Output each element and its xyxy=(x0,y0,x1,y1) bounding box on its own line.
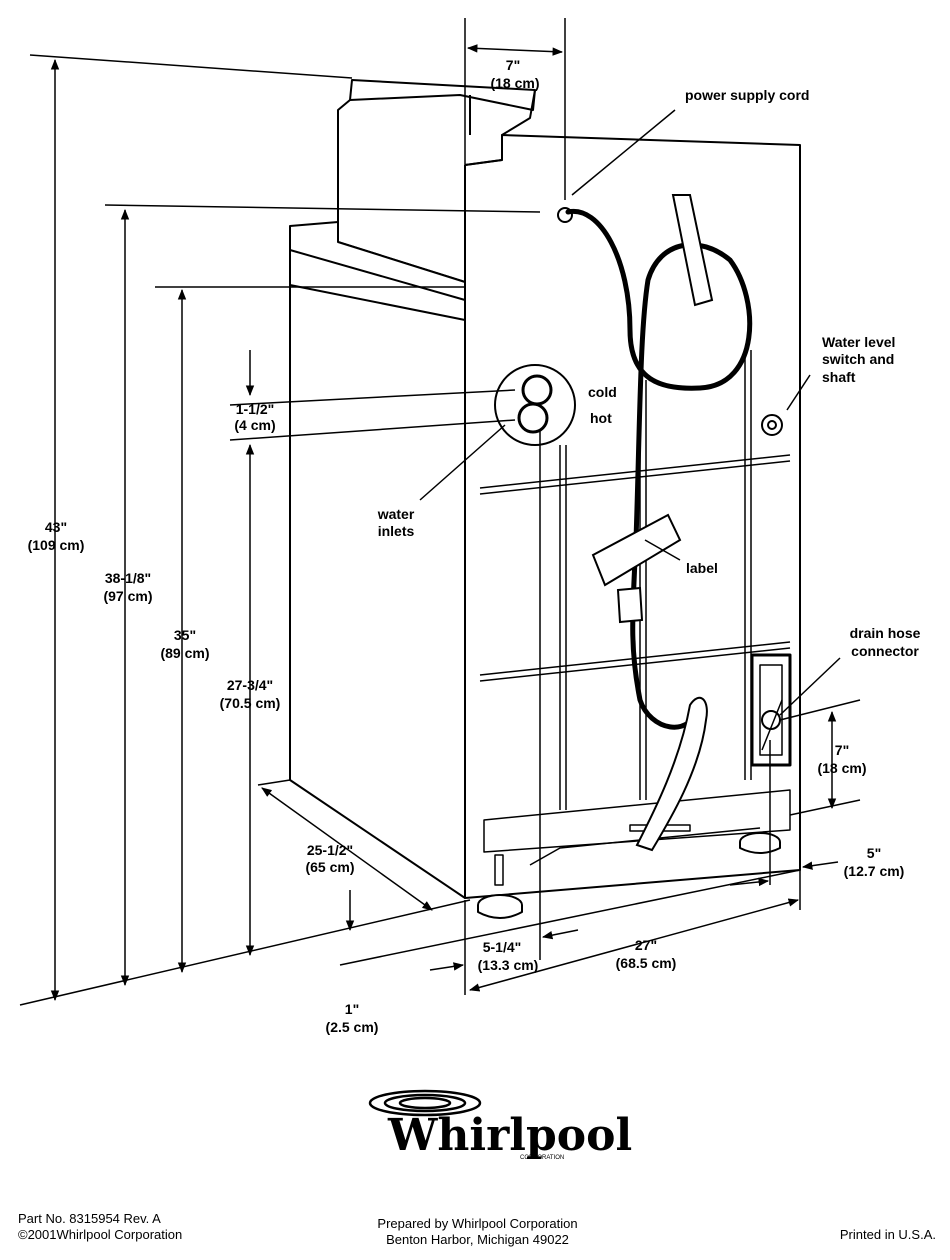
cord-tie-top xyxy=(671,194,714,307)
washer-body xyxy=(289,79,801,919)
top-width-dim: 7" xyxy=(506,57,520,73)
cold-label: cold xyxy=(588,384,617,400)
inlet-height-dim: 27-3/4" xyxy=(227,677,273,693)
copyright: ©2001Whirlpool Corporation xyxy=(18,1227,183,1242)
water-level-label-2: switch and xyxy=(822,351,894,367)
water-level-label-3: shaft xyxy=(822,369,856,385)
drain-offset-dim: 5" xyxy=(867,845,881,861)
inlet-spacing-dim: 1-1/2" xyxy=(236,401,275,417)
cord-clamp xyxy=(616,586,644,624)
power-supply-cord xyxy=(565,208,753,730)
cabinet-height-dim: 38-1/8" xyxy=(105,570,151,586)
drain-height-dim-cm: (18 cm) xyxy=(817,760,866,776)
drain-hose xyxy=(635,696,708,852)
printed-in: Printed in U.S.A. xyxy=(839,1227,936,1242)
prepared-address: Benton Harbor, Michigan 49022 xyxy=(386,1232,569,1247)
inlet-spacing-dim-cm: (4 cm) xyxy=(234,417,275,433)
whirlpool-logo: Whirlpool CORPORATION xyxy=(368,1089,632,1161)
label-callout: label xyxy=(686,560,718,576)
drain-label-1: drain hose xyxy=(850,625,921,641)
footer-right: Printed in U.S.A. xyxy=(840,1227,936,1243)
drain-label-2: connector xyxy=(851,643,919,659)
inlet-height-dim-cm: (70.5 cm) xyxy=(220,695,281,711)
total-height-dim: 43" xyxy=(45,519,67,535)
width-dim: 27" xyxy=(635,937,657,953)
depth-dim: 25-1/2" xyxy=(307,842,353,858)
cabinet-left-side xyxy=(289,226,466,899)
hot-label: hot xyxy=(590,410,612,426)
total-height-dim-cm: (109 cm) xyxy=(28,537,85,553)
back-panel xyxy=(464,134,801,899)
console-top xyxy=(349,79,536,111)
base-rail xyxy=(483,789,791,853)
water-inlets-label-1: water xyxy=(377,506,415,522)
inlet-offset-dim: 5-1/4" xyxy=(483,939,522,955)
dimension-lines xyxy=(19,18,861,1006)
cabinet-height-dim-cm: (97 cm) xyxy=(103,588,152,604)
part-number: Part No. 8315954 Rev. A xyxy=(18,1211,161,1226)
drain-height-dim: 7" xyxy=(835,742,849,758)
footer-center: Prepared by Whirlpool Corporation Benton… xyxy=(360,1216,595,1248)
depth-dim-cm: (65 cm) xyxy=(305,859,354,875)
top-height-dim-cm: (89 cm) xyxy=(160,645,209,661)
width-dim-cm: (68.5 cm) xyxy=(616,955,677,971)
foot-height-dim: 1" xyxy=(345,1001,359,1017)
dimension-labels: 7" (18 cm) 43" (109 cm) 38-1/8" (97 cm) … xyxy=(28,57,905,1035)
prepared-by: Prepared by Whirlpool Corporation xyxy=(377,1216,578,1231)
foot-height-dim-cm: (2.5 cm) xyxy=(326,1019,379,1035)
top-width-dim-cm: (18 cm) xyxy=(490,75,539,91)
top-height-dim: 35" xyxy=(174,627,196,643)
water-level-label-1: Water level xyxy=(822,334,895,350)
drain-offset-dim-cm: (12.7 cm) xyxy=(844,863,905,879)
logo-wordmark: Whirlpool xyxy=(387,1110,632,1161)
power-cord-label: power supply cord xyxy=(685,87,809,103)
hot-inlet xyxy=(517,402,549,434)
part-labels: power supply cord Water level switch and… xyxy=(377,87,921,659)
footer-left: Part No. 8315954 Rev. A ©2001Whirlpool C… xyxy=(18,1211,182,1243)
logo-corporation: CORPORATION xyxy=(520,1155,564,1161)
cold-inlet xyxy=(521,374,553,406)
cord-label-tag xyxy=(591,513,682,587)
water-inlets-label-2: inlets xyxy=(378,523,415,539)
swirl-icon xyxy=(368,1089,482,1117)
top-lid-line xyxy=(289,249,466,301)
inlet-offset-dim-cm: (13.3 cm) xyxy=(478,957,539,973)
top-panel xyxy=(289,221,466,321)
